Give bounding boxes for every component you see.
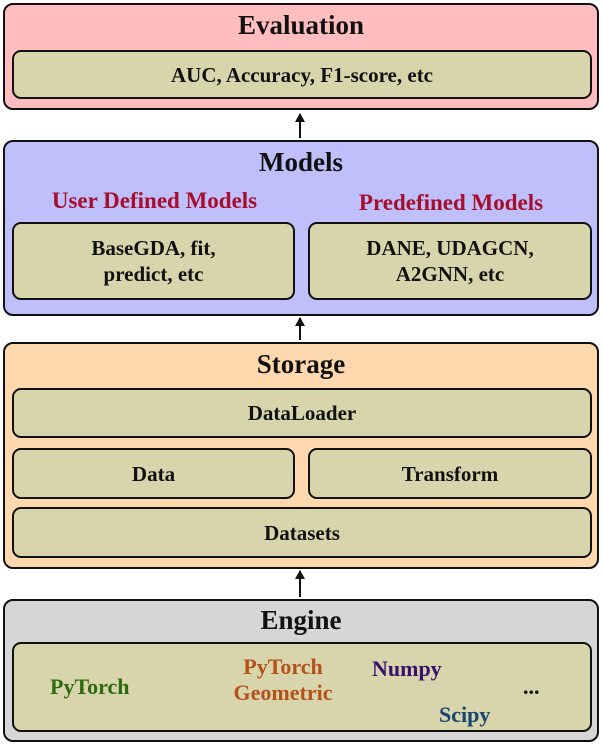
- transform-text: Transform: [401, 461, 499, 486]
- engine-title: Engine: [260, 605, 342, 635]
- evaluation-title: Evaluation: [237, 10, 365, 40]
- predefined-models-label: Predefined Models: [358, 190, 544, 215]
- arrow-storage-to-models: [295, 317, 305, 340]
- arrow-models-to-evaluation: [295, 113, 305, 138]
- user-defined-models-label: User Defined Models: [51, 188, 258, 213]
- dataloader-text: DataLoader: [247, 401, 357, 425]
- user-defined-models-box: BaseGDA, fit, predict, etc: [12, 222, 295, 300]
- models-layer: Models User Defined Models Predefined Mo…: [3, 140, 599, 316]
- engine-layer: Engine PyTorch PyTorch Geometric Numpy S…: [3, 599, 599, 742]
- datasets-text: Datasets: [264, 520, 340, 545]
- user-defined-models-line1: BaseGDA, fit,: [91, 236, 216, 260]
- dataloader-box: DataLoader: [12, 388, 592, 438]
- transform-box: Transform: [308, 448, 592, 499]
- predefined-models-line1: DANE, UDAGCN,: [366, 236, 534, 260]
- data-text: Data: [131, 461, 176, 486]
- lib-pytorch: PyTorch: [50, 674, 130, 699]
- data-box: Data: [12, 448, 295, 499]
- storage-layer: Storage DataLoader Data Transform Datase…: [3, 342, 599, 569]
- storage-title: Storage: [256, 349, 346, 379]
- lib-numpy: Numpy: [372, 656, 442, 681]
- lib-pytorch-geometric: PyTorch Geometric: [218, 654, 348, 706]
- engine-libraries-box: PyTorch PyTorch Geometric Numpy Scipy ..…: [12, 642, 592, 732]
- user-defined-models-line2: predict, etc: [103, 262, 204, 286]
- lib-pytorch-geometric-line1: PyTorch: [243, 654, 323, 679]
- predefined-models-line2: A2GNN, etc: [395, 262, 505, 286]
- datasets-box: Datasets: [12, 507, 592, 558]
- lib-scipy: Scipy: [439, 702, 491, 727]
- evaluation-metrics-text: AUC, Accuracy, F1-score, etc: [170, 62, 434, 87]
- predefined-models-box: DANE, UDAGCN, A2GNN, etc: [308, 222, 592, 300]
- lib-more-ellipsis: ...: [523, 674, 540, 699]
- models-title: Models: [259, 147, 343, 177]
- lib-pytorch-geometric-line2: Geometric: [233, 680, 333, 705]
- arrow-engine-to-storage: [295, 570, 305, 597]
- evaluation-metrics-box: AUC, Accuracy, F1-score, etc: [12, 50, 592, 99]
- evaluation-layer: Evaluation AUC, Accuracy, F1-score, etc: [3, 3, 599, 110]
